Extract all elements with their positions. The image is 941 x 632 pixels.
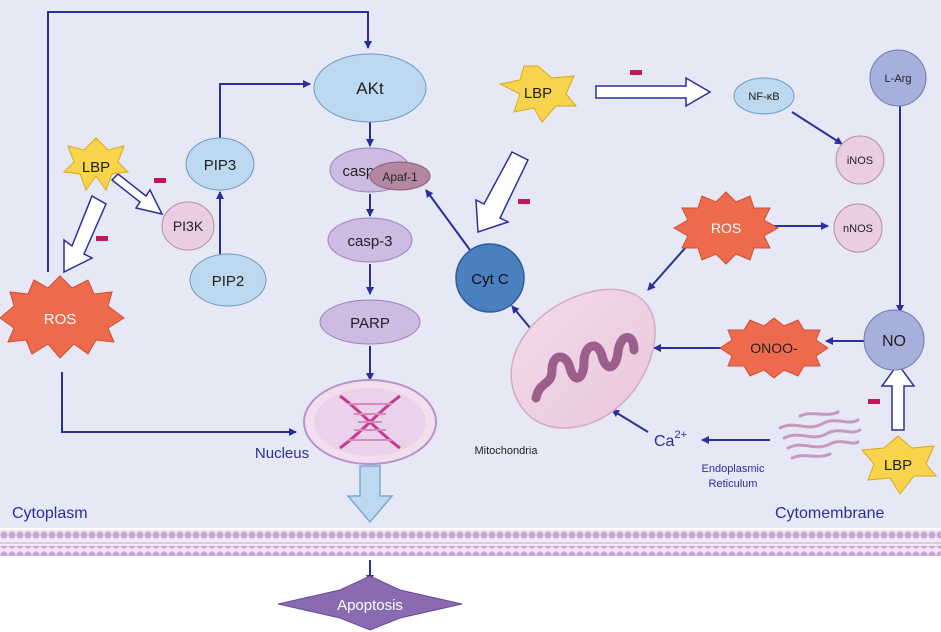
onoo-burst <box>719 317 829 379</box>
inhibit-mark-5 <box>868 399 880 404</box>
apaf1-node <box>369 161 431 191</box>
ros-left-burst <box>0 275 125 359</box>
parp-label: PARP <box>350 315 390 332</box>
akt-node <box>313 53 427 123</box>
lbp-top-star <box>498 65 578 123</box>
arrow-ros-to-akt <box>47 11 372 272</box>
arrow-ros-to-nucleus <box>61 372 297 436</box>
er-label-line2: Reticulum <box>709 478 758 490</box>
casp3-node <box>327 217 413 263</box>
pip3-node <box>185 137 255 191</box>
cytc-node <box>455 243 525 313</box>
inhibit-mark-1 <box>630 70 642 75</box>
inhibition-marks <box>96 70 880 404</box>
mitochondria-label: Mitochondria <box>475 445 539 457</box>
apoptosis-node <box>277 575 463 631</box>
nucleus-label: Nucleus <box>255 445 309 462</box>
larg-node <box>869 49 927 107</box>
pi3k-label: PI3K <box>173 218 204 234</box>
pi3k-node <box>161 201 215 251</box>
cytoplasm-label: Cytoplasm <box>12 505 88 522</box>
onoo-label: ONOO- <box>750 340 798 356</box>
inhibit-mark-2 <box>154 178 166 183</box>
nfkb-label: NF-κB <box>748 91 779 103</box>
lbp-top-label: LBP <box>524 85 552 102</box>
no-label: NO <box>882 333 906 350</box>
nfkb-node <box>733 77 795 115</box>
arrow-cytc-to-apaf1 <box>425 189 471 251</box>
larg-label: L-Arg <box>885 73 912 85</box>
lbp-right-star <box>860 435 938 495</box>
block-arrow-lbp-to-pi3k <box>110 172 164 216</box>
block-arrow-lbp-to-cytc <box>475 151 529 234</box>
arrows <box>47 11 904 583</box>
inos-node <box>835 135 885 185</box>
cytc-label: Cyt C <box>471 271 509 288</box>
mitochondria-organelle <box>510 288 656 429</box>
akt-label: AKt <box>356 79 384 98</box>
apoptosis-label: Apoptosis <box>337 597 403 614</box>
nucleus-organelle <box>303 379 437 465</box>
endoplasmic-reticulum-icon <box>778 410 862 460</box>
ros-left-label: ROS <box>44 311 77 328</box>
inos-label: iNOS <box>847 155 873 167</box>
arrow-nfkb-to-inos <box>791 111 843 145</box>
inhibit-mark-3 <box>96 236 108 241</box>
calcium-label: Ca2+ <box>654 429 687 450</box>
parp-node <box>319 299 421 345</box>
lbp-right-label: LBP <box>884 457 912 474</box>
pip2-label: PIP2 <box>212 273 245 290</box>
er-label-line1: Endoplasmic <box>702 463 765 475</box>
block-arrow-lbp-to-ros <box>63 194 107 274</box>
arrow-pip3-to-akt <box>219 80 311 138</box>
lbp-left-label: LBP <box>82 159 110 176</box>
block-arrow-lbp-to-no <box>880 362 916 431</box>
no-node <box>863 309 925 371</box>
cell-membrane <box>0 530 941 556</box>
casp3-label: casp-3 <box>347 233 392 250</box>
arrow-ca-to-mito <box>611 409 649 433</box>
block-arrow-lbp-to-nfkb <box>595 76 712 108</box>
nnos-node <box>833 203 883 253</box>
inhibit-mark-4 <box>518 199 530 204</box>
nnos-label: nNOS <box>843 223 873 235</box>
ros-right-burst <box>672 191 780 265</box>
pip2-node <box>189 253 267 307</box>
cytomembrane-label: Cytomembrane <box>775 505 884 522</box>
lbp-left-star <box>62 137 130 192</box>
nucleus-to-membrane-arrow <box>346 465 394 524</box>
inhibition-arrows <box>63 76 916 431</box>
apaf1-label: Apaf-1 <box>382 170 418 184</box>
ros-right-label: ROS <box>711 220 741 236</box>
pip3-label: PIP3 <box>204 157 237 174</box>
